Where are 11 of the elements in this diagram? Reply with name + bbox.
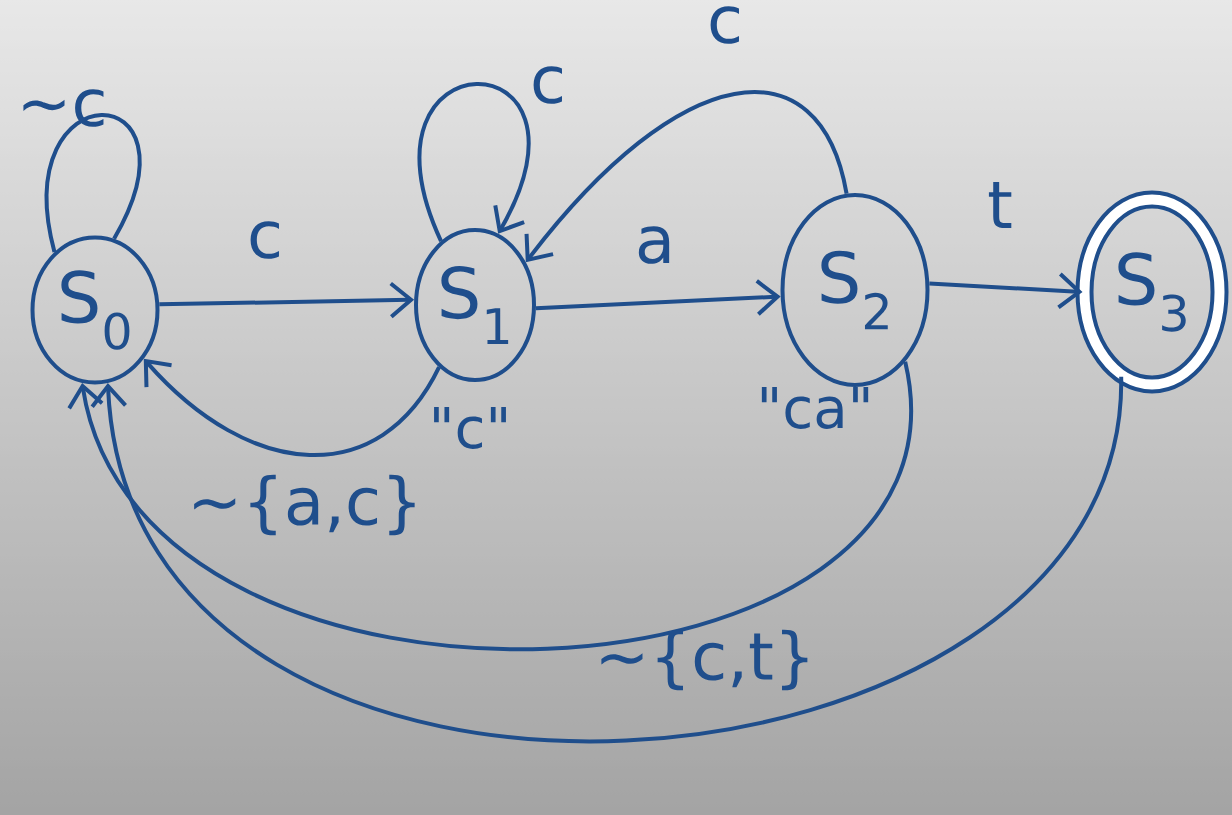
edge-label: c: [250, 221, 279, 259]
edge-label: c: [533, 66, 562, 104]
transition-arrow: [535, 279, 781, 316]
edge-label: c: [710, 6, 739, 44]
transition-arrow: [929, 272, 1083, 309]
edge-label: a: [638, 226, 670, 264]
transition-arrow: [524, 90, 849, 263]
edge-label: ∼c: [23, 89, 104, 127]
transition-arrow: [159, 281, 415, 319]
edge-label: t: [988, 181, 1012, 229]
loop-arrow: [417, 82, 531, 242]
